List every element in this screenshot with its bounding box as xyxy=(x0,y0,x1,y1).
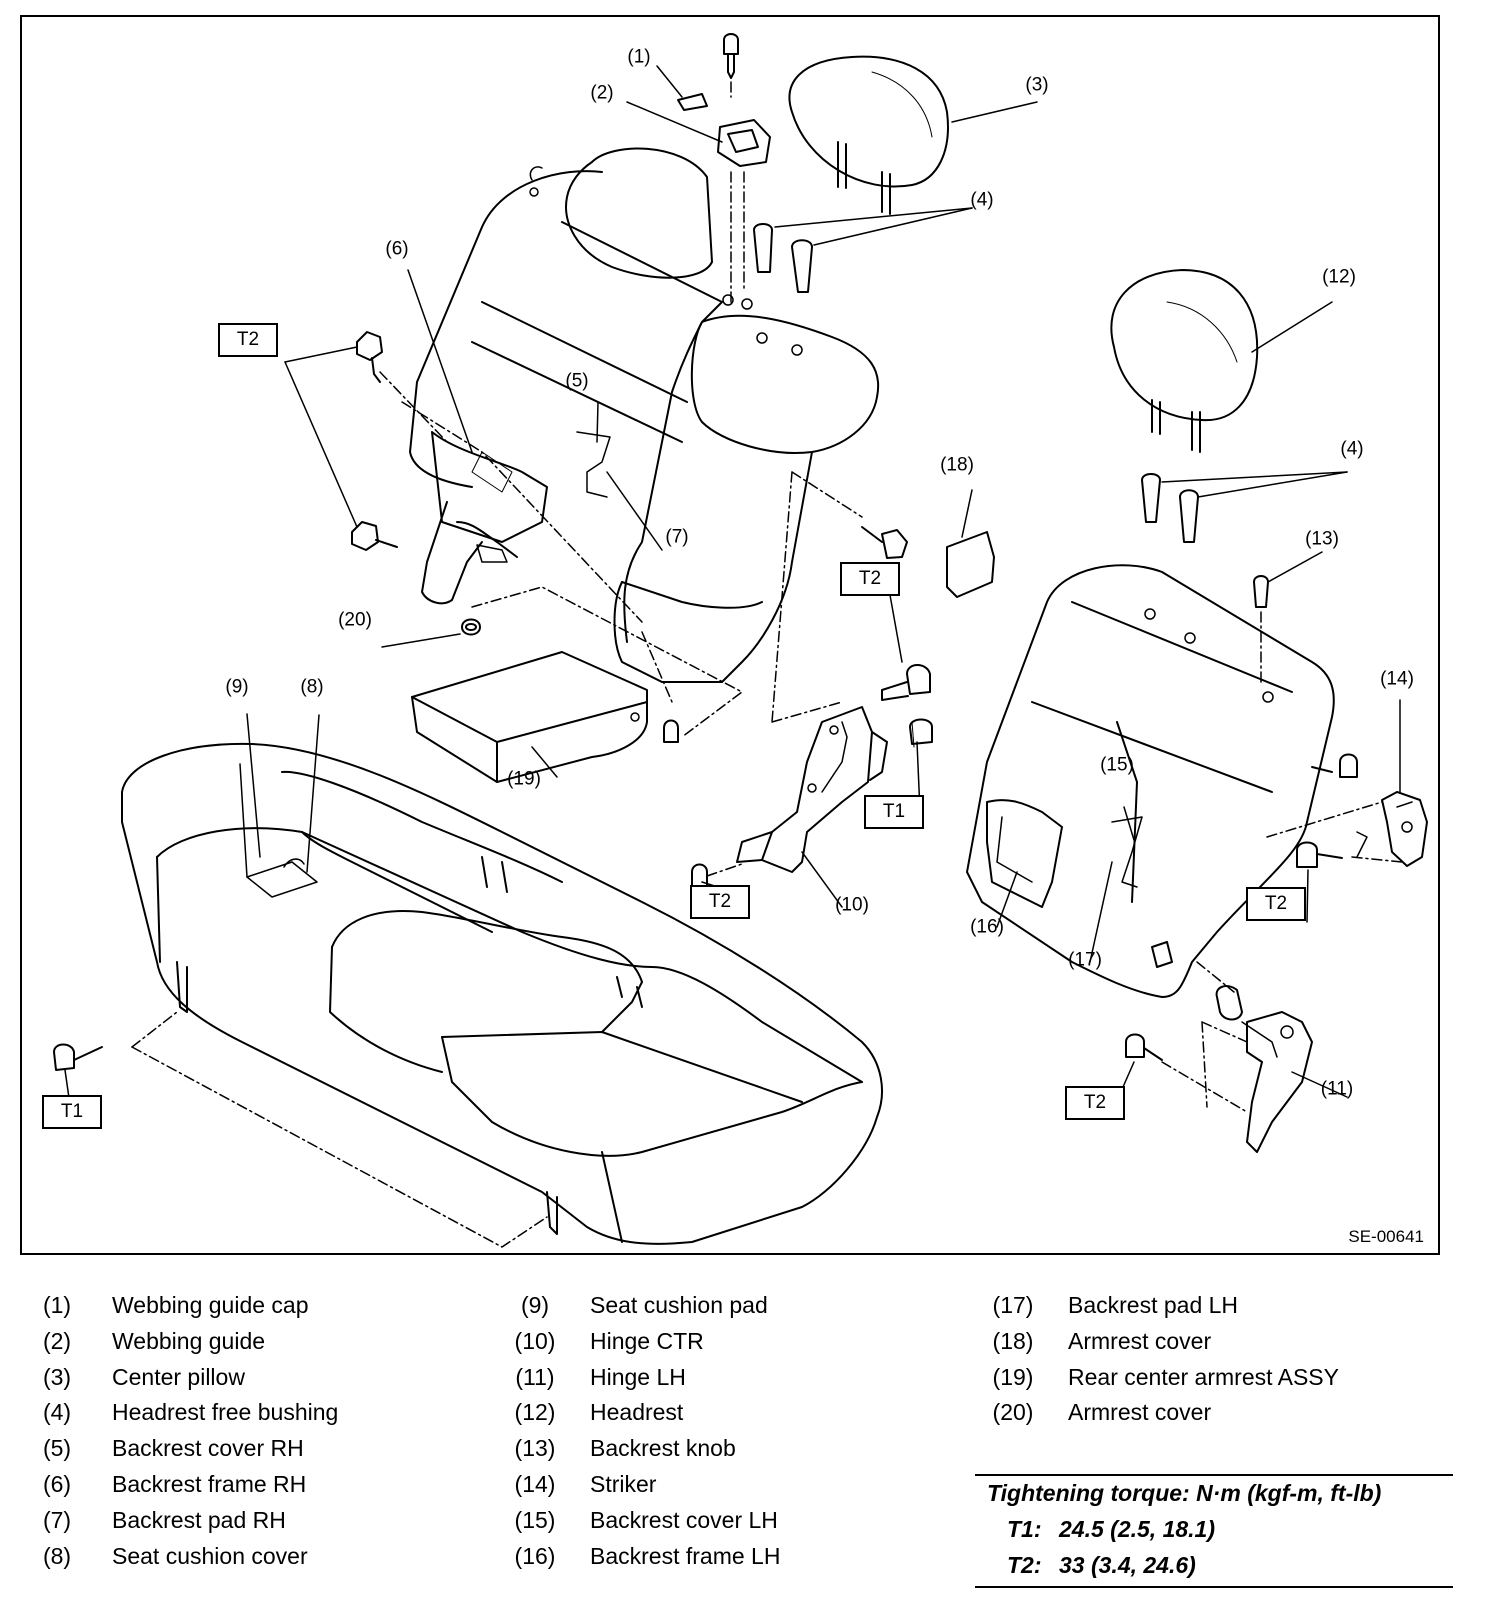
callout-6: (6) xyxy=(385,238,409,260)
headrest-bushings-lower xyxy=(1141,473,1199,543)
callout-3: (3) xyxy=(1025,74,1049,96)
headrest xyxy=(1110,269,1259,453)
callout-1: (1) xyxy=(627,46,651,68)
callout-14: (14) xyxy=(1380,668,1414,690)
legend-item: (17)Backrest pad LH xyxy=(992,1292,1239,1318)
legend-item: (11)Hinge LH xyxy=(515,1363,686,1390)
webbing-guide xyxy=(677,33,771,303)
legend-item: (7)Backrest pad RH xyxy=(42,1506,286,1533)
striker xyxy=(1266,753,1428,868)
legend-item: (1)Webbing guide cap xyxy=(42,1292,309,1318)
torque-tag-t2: T2 xyxy=(1065,1086,1125,1120)
torque-key: T1: xyxy=(1007,1516,1042,1542)
torque-key: T2: xyxy=(1007,1552,1042,1578)
hinge-lh xyxy=(1125,961,1313,1153)
legend-item: (16)Backrest frame LH xyxy=(514,1542,781,1569)
legend-item: (9)Seat cushion pad xyxy=(520,1292,768,1318)
backrest-knob xyxy=(1253,575,1269,683)
legend-item: (2)Webbing guide xyxy=(42,1327,266,1354)
hinge-ctr xyxy=(691,706,888,888)
callout-9: (9) xyxy=(225,676,249,698)
legend-item: (4)Headrest free bushing xyxy=(42,1399,339,1426)
leader-lines xyxy=(64,65,1401,1113)
callout-10: (10) xyxy=(835,894,869,916)
seat-cushion xyxy=(53,742,883,1248)
exploded-diagram-frame: (1) (2) (3) (4) (4) (5) (6) (7) (8) (9) … xyxy=(20,15,1440,1255)
callout-8: (8) xyxy=(300,676,324,698)
callout-13: (13) xyxy=(1305,528,1339,550)
callout-2: (2) xyxy=(590,82,614,104)
callout-11: (11) xyxy=(1320,1078,1354,1100)
callout-4-lower: (4) xyxy=(1340,438,1364,460)
armrest-cover-18 xyxy=(946,531,995,598)
torque-value: 24.5 (2.5, 18.1) xyxy=(1059,1516,1215,1542)
center-hinge-bolts xyxy=(771,471,933,748)
backrest-rh xyxy=(379,147,880,683)
callout-20: (20) xyxy=(338,609,372,631)
legend-item: (12)Headrest xyxy=(514,1399,684,1426)
legend-item: (8)Seat cushion cover xyxy=(42,1542,308,1569)
exploded-seat-drawing xyxy=(53,33,1428,1248)
callout-15: (15) xyxy=(1100,754,1134,776)
backrest-lh xyxy=(966,564,1335,998)
callout-18: (18) xyxy=(940,454,974,476)
legend-item: (6)Backrest frame RH xyxy=(42,1470,307,1497)
callout-16: (16) xyxy=(970,916,1004,938)
legend-item: (14)Striker xyxy=(514,1470,657,1497)
center-pillow xyxy=(788,55,949,215)
torque-tag-t2: T2 xyxy=(1246,887,1306,921)
bolts-rh-frame xyxy=(351,331,398,551)
callout-17: (17) xyxy=(1068,949,1102,971)
callout-7: (7) xyxy=(665,526,689,548)
torque-tag-t1: T1 xyxy=(864,795,924,829)
callout-19: (19) xyxy=(507,768,541,790)
legend-column-2: (9)Seat cushion pad (10)Hinge CTR (11)Hi… xyxy=(500,1290,940,1576)
callout-12: (12) xyxy=(1322,266,1356,288)
torque-value: 33 (3.4, 24.6) xyxy=(1059,1552,1196,1578)
callout-5: (5) xyxy=(565,370,589,392)
legend-item: (19)Rear center armrest ASSY xyxy=(992,1363,1339,1390)
legend-column-3: (17)Backrest pad LH (18)Armrest cover (1… xyxy=(978,1290,1448,1433)
torque-row-t1: T1: 24.5 (2.5, 18.1) xyxy=(1007,1516,1215,1543)
legend-item: (10)Hinge CTR xyxy=(514,1327,704,1354)
figure-id: SE-00641 xyxy=(1348,1227,1424,1246)
tightening-torque-table: Tightening torque: N·m (kgf-m, ft-lb) T1… xyxy=(975,1474,1453,1588)
torque-tag-t2: T2 xyxy=(840,562,900,596)
torque-tag-t2: T2 xyxy=(690,885,750,919)
torque-row-t2: T2: 33 (3.4, 24.6) xyxy=(1007,1552,1196,1579)
rear-center-armrest xyxy=(411,586,743,783)
legend-item: (15)Backrest cover LH xyxy=(514,1506,778,1533)
legend-item: (5)Backrest cover RH xyxy=(42,1435,304,1462)
legend-column-1: (1)Webbing guide cap (2)Webbing guide (3… xyxy=(22,1290,442,1576)
legend-item: (20)Armrest cover xyxy=(992,1399,1212,1426)
legend-item: (18)Armrest cover xyxy=(992,1327,1212,1354)
legend-item: (13)Backrest knob xyxy=(514,1435,736,1462)
torque-tag-t2: T2 xyxy=(218,323,278,357)
torque-tag-t1: T1 xyxy=(42,1095,102,1129)
headrest-bushings-upper xyxy=(753,223,813,293)
torque-heading: Tightening torque: N·m (kgf-m, ft-lb) xyxy=(987,1480,1382,1506)
callout-4-upper: (4) xyxy=(970,189,994,211)
legend-item: (3)Center pillow xyxy=(42,1363,245,1390)
